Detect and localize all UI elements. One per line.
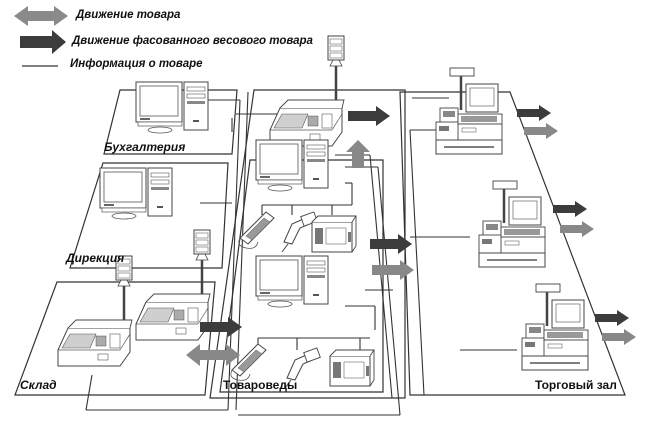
legend-goods-flow-symbol — [14, 6, 68, 26]
pos3-goods-arrow — [602, 329, 636, 345]
packed-goods-arrow-to-sales — [348, 106, 390, 126]
zone-management-label: Дирекция — [66, 251, 125, 265]
pos-terminal-1 — [434, 66, 504, 156]
pos1-packed-arrow — [517, 105, 551, 121]
pos-terminal-3 — [520, 282, 590, 372]
zone-management-outline — [69, 162, 229, 269]
label-printer-2 — [329, 349, 375, 387]
legend-packed-goods-flow-symbol — [20, 30, 66, 54]
pos3-packed-arrow — [595, 310, 629, 326]
zone-sales-floor-label: Торговый зал — [535, 378, 617, 392]
management-computer — [99, 167, 173, 220]
zone-merchandisers-inner — [219, 159, 384, 393]
data-collection-terminal-1 — [238, 211, 275, 249]
goods-arrow-mid — [372, 260, 414, 280]
pos1-goods-arrow — [524, 123, 558, 139]
legend-info-line-label: Информация о товаре — [70, 58, 203, 70]
zone-warehouse-label: Склад — [20, 378, 57, 392]
zone-accounting-label: Бухгалтерия — [104, 140, 186, 154]
goods-double-arrow-warehouse — [186, 344, 240, 366]
label-printer-1 — [311, 215, 357, 253]
merchandisers-computer-1 — [255, 139, 329, 192]
legend-packed-goods-flow-label: Движение фасованного весового товара — [72, 35, 313, 47]
pos2-goods-arrow — [560, 221, 594, 237]
zone-warehouse-outline — [14, 281, 216, 396]
pos2-packed-arrow — [553, 201, 587, 217]
accounting-computer — [135, 81, 209, 134]
warehouse-scale-back — [134, 228, 212, 342]
merchandisers-scale — [268, 34, 346, 148]
warehouse-scale-front — [56, 254, 134, 368]
goods-arrow-up — [346, 140, 370, 168]
pos-terminal-2 — [477, 179, 547, 269]
zone-merchandisers-outline — [209, 89, 406, 399]
legend — [14, 6, 68, 67]
zone-merchandisers-label: Товароведы — [223, 378, 298, 392]
data-collection-terminal-2 — [230, 343, 267, 381]
legend-goods-flow-label: Движение товара — [76, 9, 181, 21]
merchandisers-computer-2 — [255, 255, 329, 308]
